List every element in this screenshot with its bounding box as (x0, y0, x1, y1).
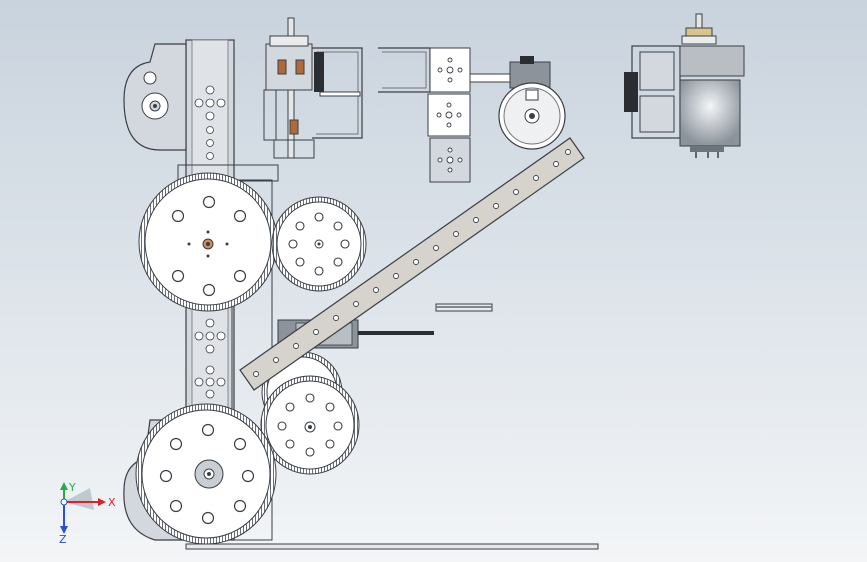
upper-bracket[interactable] (123, 43, 187, 151)
coordinate-triad: X Y Z (50, 481, 120, 546)
small-gear-upper[interactable] (271, 196, 367, 292)
axis-y-label: Y (68, 482, 76, 494)
gear-motor[interactable] (624, 13, 745, 158)
shaft-pin[interactable] (435, 303, 493, 312)
servo-bracket[interactable] (378, 47, 551, 183)
coordinate-triad-icon: X Y Z (59, 481, 116, 546)
large-gear-upper[interactable] (138, 172, 278, 312)
diagonal-beam[interactable] (239, 137, 585, 391)
small-gear-lower[interactable] (260, 375, 360, 475)
base-rail[interactable] (185, 543, 599, 550)
axis-x-label: X (108, 496, 116, 509)
large-gear-lower[interactable] (135, 403, 277, 545)
axis-z-label: Z (59, 533, 67, 544)
servo-wheel[interactable] (498, 82, 566, 150)
bearing-assembly[interactable] (263, 17, 363, 159)
